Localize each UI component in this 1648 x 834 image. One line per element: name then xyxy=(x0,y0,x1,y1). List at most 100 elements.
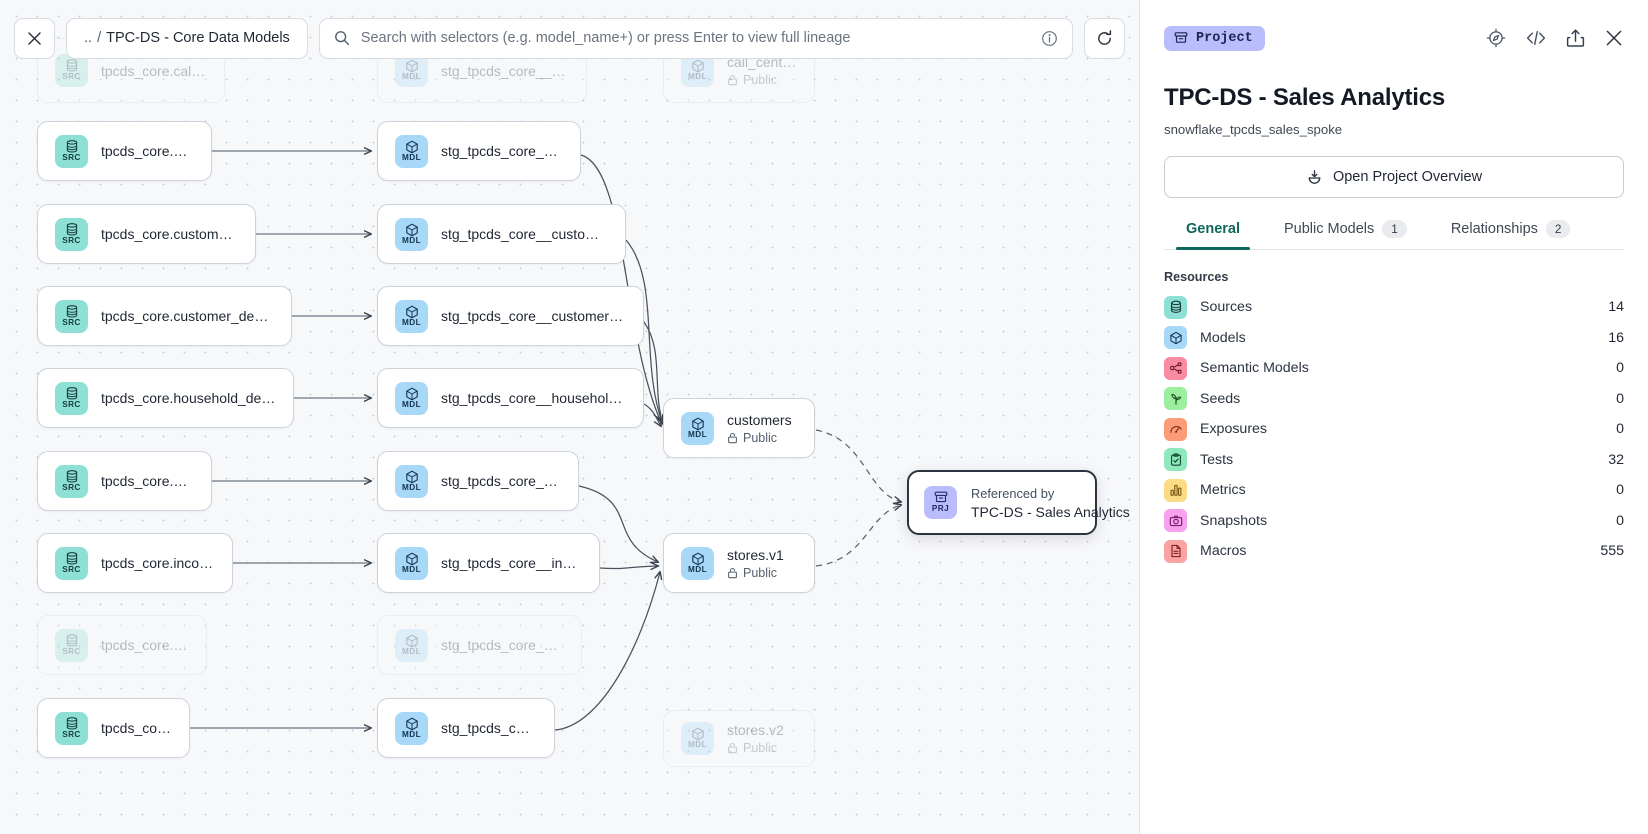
resource-row-seeds[interactable]: Seeds 0 xyxy=(1164,384,1624,415)
node-title: tpcds_core.customer xyxy=(101,143,194,159)
refresh-lineage-button[interactable] xyxy=(1084,17,1125,59)
graph-node-mdl_store[interactable]: MDL stg_tpcds_core__store xyxy=(377,698,555,758)
graph-node-src_date_dim[interactable]: SRC tpcds_core.date_dim xyxy=(37,451,212,511)
resource-count: 0 xyxy=(1616,512,1624,529)
document-icon xyxy=(1164,539,1187,563)
resource-count: 14 xyxy=(1608,299,1624,316)
resource-label: Metrics xyxy=(1200,482,1246,499)
graph-nodes-icon xyxy=(1164,356,1187,380)
share-icon[interactable] xyxy=(1566,28,1585,48)
resource-row-macros[interactable]: Macros 555 xyxy=(1164,536,1624,567)
resource-count: 555 xyxy=(1600,543,1624,560)
graph-node-src_hh_demo[interactable]: SRC tpcds_core.household_demographics xyxy=(37,368,294,428)
node-body: stg_tpcds_core__customer_demogra… xyxy=(441,308,626,324)
graph-node-project[interactable]: PRJ Referenced by TPC-DS - Sales Analyti… xyxy=(907,470,1130,535)
cube-icon xyxy=(405,59,419,73)
cube-icon xyxy=(691,59,705,73)
graph-node-mdl_customer[interactable]: MDL stg_tpcds_core__customer xyxy=(377,121,581,181)
breadcrumb[interactable]: .. / TPC-DS - Core Data Models xyxy=(66,17,308,59)
resource-row-semantic-models[interactable]: Semantic Models 0 xyxy=(1164,353,1624,384)
node-body: tpcds_core.date_dim xyxy=(101,473,194,489)
node-body: tpcds_core.customer xyxy=(101,143,194,159)
tab-label: Relationships xyxy=(1450,221,1538,237)
resource-row-sources[interactable]: Sources 14 xyxy=(1164,292,1624,323)
node-title: stg_tpcds_core__customer_demogra… xyxy=(441,308,626,324)
graph-node-mdl_hh_demo[interactable]: MDL stg_tpcds_core__household_demogr… xyxy=(377,368,644,428)
node-body: stores.v1 Public xyxy=(727,547,784,580)
graph-node-pub_stores_v1[interactable]: MDL stores.v1 Public xyxy=(663,533,815,593)
graph-node-src_income_band[interactable]: SRC tpcds_core.income_band xyxy=(37,533,233,593)
graph-node-mdl_inventory[interactable]: MDL stg_tpcds_core__inventory xyxy=(377,615,582,675)
node-title: tpcds_core.customer_demographics xyxy=(101,308,274,324)
mdl-badge: MDL xyxy=(395,546,428,580)
details-panel: Project TPC-DS - Sales Analytics snowfla… xyxy=(1140,0,1648,834)
graph-node-src_cust_addr[interactable]: SRC tpcds_core.customer_address xyxy=(37,204,256,264)
node-visibility: Public xyxy=(727,73,797,87)
src-badge: SRC xyxy=(55,381,88,415)
cube-icon xyxy=(405,140,419,154)
node-title: tpcds_core.store xyxy=(101,720,172,736)
lineage-search-box[interactable]: Search with selectors (e.g. model_name+)… xyxy=(318,17,1073,59)
node-title: stg_tpcds_core__household_demogr… xyxy=(441,390,626,406)
node-body: stg_tpcds_core__store xyxy=(441,720,537,736)
node-body: stg_tpcds_core__date_dim xyxy=(441,473,561,489)
open-overview-icon xyxy=(1306,169,1323,186)
canvas-toolbar: .. / TPC-DS - Core Data Models Search wi… xyxy=(0,0,1139,76)
lock-icon xyxy=(727,74,738,86)
resource-row-metrics[interactable]: Metrics 0 xyxy=(1164,475,1624,506)
resource-row-tests[interactable]: Tests 32 xyxy=(1164,445,1624,476)
node-title: stg_tpcds_core__customer_address xyxy=(441,226,608,242)
graph-node-src_store[interactable]: SRC tpcds_core.store xyxy=(37,698,190,758)
resource-row-exposures[interactable]: Exposures 0 xyxy=(1164,414,1624,445)
tab-badge: 1 xyxy=(1382,220,1407,238)
close-lineage-button[interactable] xyxy=(14,17,55,59)
badge-label: MDL xyxy=(402,317,421,327)
lineage-canvas[interactable]: .. / TPC-DS - Core Data Models Search wi… xyxy=(0,0,1140,834)
graph-node-pub_stores_v2[interactable]: MDL stores.v2 Public xyxy=(663,710,815,767)
open-project-overview-button[interactable]: Open Project Overview xyxy=(1164,156,1624,198)
project-node-name: TPC-DS - Sales Analytics xyxy=(971,503,1130,520)
code-icon[interactable] xyxy=(1525,29,1547,47)
badge-label: SRC xyxy=(62,646,81,656)
database-icon xyxy=(65,470,79,483)
lock-icon xyxy=(727,432,738,444)
mdl-badge: MDL xyxy=(681,546,714,580)
resource-label: Sources xyxy=(1200,299,1253,316)
info-circle-icon[interactable] xyxy=(1041,30,1058,47)
bar-chart-icon xyxy=(1164,478,1187,502)
resource-label: Models xyxy=(1200,329,1246,346)
badge-label: MDL xyxy=(402,564,421,574)
node-body: tpcds_core.customer_address xyxy=(101,226,238,242)
clipboard-check-icon xyxy=(1164,448,1187,472)
compass-icon[interactable] xyxy=(1486,28,1506,48)
badge-label: SRC xyxy=(62,317,81,327)
node-visibility-label: Public xyxy=(743,430,778,445)
graph-node-mdl_income_band[interactable]: MDL stg_tpcds_core__income_band xyxy=(377,533,600,593)
resource-count: 0 xyxy=(1616,421,1624,438)
tab-badge: 2 xyxy=(1545,220,1571,238)
project-node-kicker: Referenced by xyxy=(971,485,1055,501)
resource-row-models[interactable]: Models 16 xyxy=(1164,323,1624,354)
node-title: customers xyxy=(727,411,792,428)
resource-kind-chip: Project xyxy=(1164,25,1265,51)
src-badge: SRC xyxy=(55,54,88,87)
graph-node-src_cust_demo[interactable]: SRC tpcds_core.customer_demographics xyxy=(37,286,292,346)
node-title: stg_tpcds_core__income_band xyxy=(441,555,582,571)
graph-node-src_customer[interactable]: SRC tpcds_core.customer xyxy=(37,121,212,181)
tab-general[interactable]: General xyxy=(1164,220,1262,250)
close-panel-icon[interactable] xyxy=(1604,28,1624,48)
search-input[interactable]: Search with selectors (e.g. model_name+)… xyxy=(360,30,851,46)
graph-node-mdl_date_dim[interactable]: MDL stg_tpcds_core__date_dim xyxy=(377,451,579,511)
resource-label: Seeds xyxy=(1200,390,1241,407)
badge-label: MDL xyxy=(402,399,421,409)
graph-node-src_inventory[interactable]: SRC tpcds_core.inventory xyxy=(37,615,207,675)
tab-relationships[interactable]: Relationships 2 xyxy=(1429,220,1593,249)
database-icon xyxy=(65,305,79,318)
database-icon xyxy=(65,140,79,153)
graph-node-mdl_cust_addr[interactable]: MDL stg_tpcds_core__customer_address xyxy=(377,204,626,264)
node-body: customers Public xyxy=(727,412,792,445)
graph-node-pub_customers[interactable]: MDL customers Public xyxy=(663,398,815,458)
resource-row-snapshots[interactable]: Snapshots 0 xyxy=(1164,506,1624,537)
graph-node-mdl_cust_demo[interactable]: MDL stg_tpcds_core__customer_demogra… xyxy=(377,286,644,346)
